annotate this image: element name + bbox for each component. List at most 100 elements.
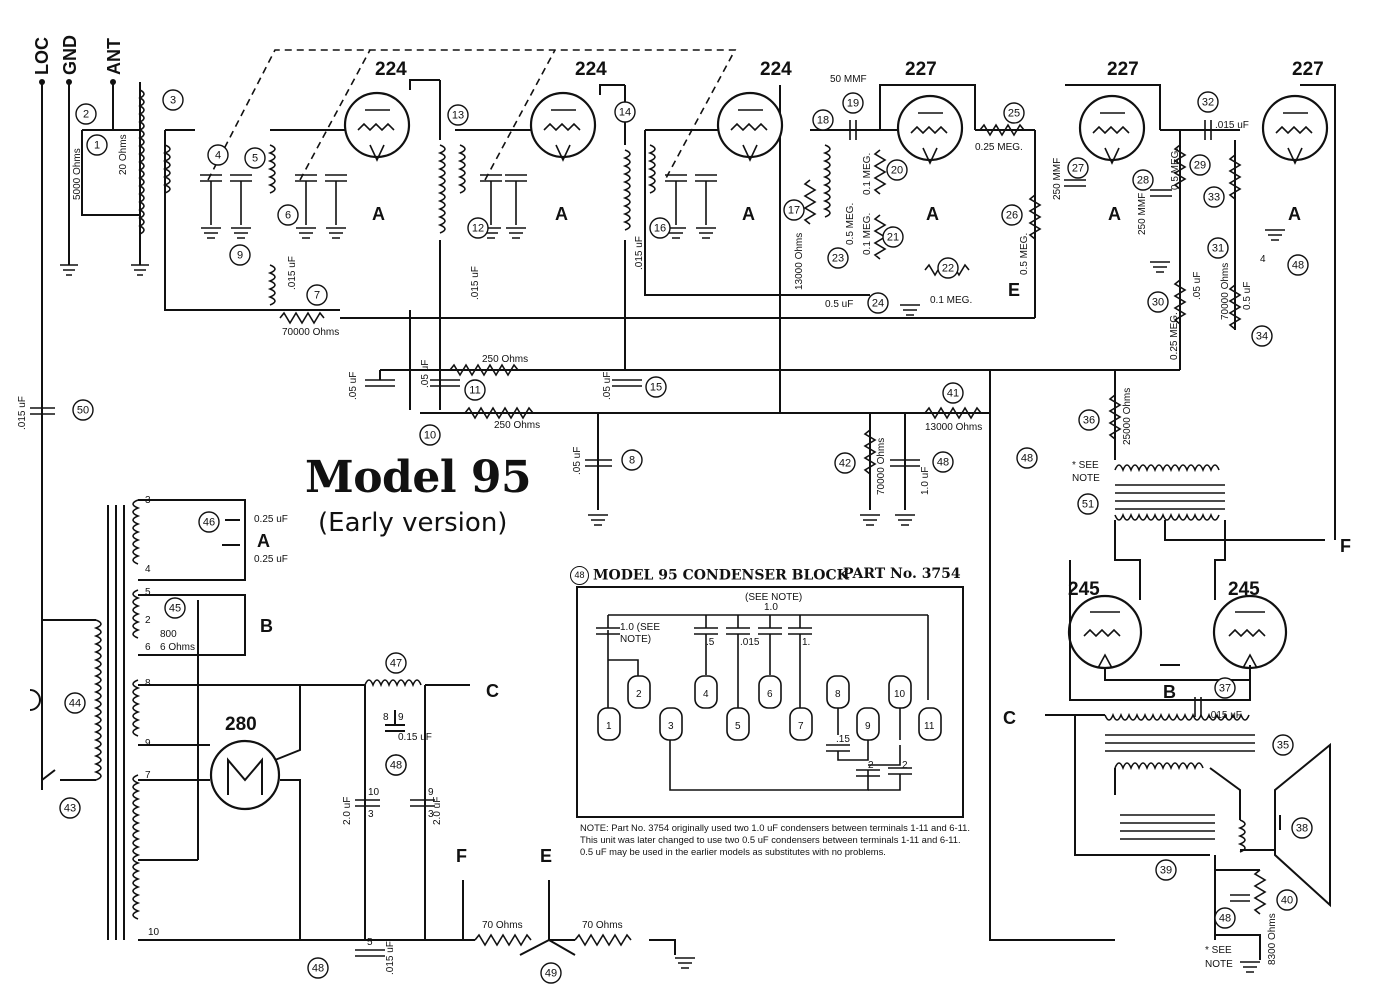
callout-number: 46 [203, 517, 215, 529]
callout-48: 48 [932, 451, 954, 473]
cap-value-label: 1. [802, 637, 810, 648]
callout-circle [464, 379, 486, 401]
terminal-label: 8 [835, 689, 841, 700]
callout-number: 11 [469, 385, 480, 397]
callout-31: 31 [1207, 237, 1229, 259]
gang-tuning-link [207, 49, 737, 181]
r30-label: 0.25 MEG. [1169, 312, 1180, 360]
callout-33: 33 [1203, 186, 1225, 208]
callout-number: 48 [1021, 453, 1033, 465]
tube-label: 245 [1228, 579, 1260, 600]
c46b-label: 0.25 uF [254, 554, 288, 565]
callout-number: 48 [312, 963, 324, 975]
terminal-gnd-label: GND [60, 35, 80, 75]
r49a-label: 70 Ohms [482, 920, 523, 931]
callout-number: 47 [390, 658, 402, 670]
callout-44: 44 [64, 692, 86, 714]
r34-label: 70000 Ohms [1220, 263, 1231, 320]
bracket-e-label: E [1008, 280, 1020, 300]
callout-38: 38 [1291, 817, 1313, 839]
callout-number: 51 [1082, 499, 1094, 511]
callout-48: 48 [1287, 254, 1309, 276]
callout-number: 31 [1212, 243, 1224, 255]
cap1-label: 1.0 (SEE [620, 622, 660, 633]
c11-label: .05 uF [348, 372, 359, 400]
connection-markers: A B C E F C B F E [257, 280, 1351, 866]
tube-label: 224 [375, 59, 407, 80]
c50-label: .015 uF [17, 396, 28, 430]
callout-circle [447, 104, 469, 126]
callout-number: 49 [545, 968, 557, 980]
tube-label: 224 [760, 59, 792, 80]
bracket-b-output-label: B [1163, 682, 1176, 702]
r2-label: 5000 Ohms [72, 148, 83, 200]
r22-label: 0.1 MEG. [930, 295, 972, 306]
callout-25: 25 [1003, 102, 1025, 124]
terminal-label: 11 [924, 721, 935, 732]
callout-number: 40 [1281, 895, 1293, 907]
callout-number: 18 [817, 115, 829, 127]
callout-3: 3 [162, 89, 184, 111]
callout-15: 15 [645, 376, 667, 398]
r11-label: 250 Ohms [482, 354, 528, 365]
terminal-label: 1 [606, 721, 612, 732]
callout-43: 43 [59, 797, 81, 819]
note-label: NOTE [1205, 959, 1233, 970]
see-note-value: 1.0 [764, 602, 778, 613]
bracket-b-label: B [260, 616, 273, 636]
callout-circle [59, 797, 81, 819]
bracket-c-right-label: C [1003, 708, 1016, 728]
tube-v2-224: 224 A [529, 59, 607, 224]
callout-circle [1276, 889, 1298, 911]
callout-number: 48 [390, 760, 402, 772]
callout-28: 28 [1132, 169, 1154, 191]
callout-49: 49 [540, 962, 562, 984]
page-subtitle: (Early version) [318, 508, 508, 538]
callout-10: 10 [419, 424, 441, 446]
callout-circle [75, 103, 97, 125]
callout-22: 22 [937, 257, 959, 279]
callout-29: 29 [1189, 154, 1211, 176]
callout-14: 14 [614, 101, 636, 123]
rf-coils [138, 89, 831, 306]
filament-a-label: A [1288, 204, 1301, 224]
callout-51: 51 [1077, 493, 1099, 515]
tube-rectifier-280: 280 [209, 714, 281, 811]
callout-number: 37 [1219, 683, 1231, 695]
r7-label: 70000 Ohms [282, 327, 339, 338]
callout-circle [1155, 859, 1177, 881]
callout-number: 43 [64, 803, 76, 815]
callout-18: 18 [812, 109, 834, 131]
c8-label: .05 uF [572, 447, 583, 475]
callout-34: 34 [1251, 325, 1273, 347]
callout-27: 27 [1067, 157, 1089, 179]
tube-v8-245: 245 [1212, 579, 1288, 670]
callout-number: 45 [169, 603, 181, 615]
callout-number: 8 [629, 455, 635, 467]
c28-label: 250 MMF [1137, 193, 1148, 235]
callout-number: 32 [1202, 97, 1214, 109]
power-transformer [29, 499, 676, 956]
callout-number: 13 [452, 110, 464, 122]
bracket-f-bottom-label: F [456, 846, 467, 866]
capblock-pin-label: 10 [368, 787, 380, 798]
condenser-block-frame [576, 586, 964, 818]
callout-46: 46 [198, 511, 220, 533]
page-title: Model 95 [305, 452, 532, 503]
terminal-label: 6 [767, 689, 773, 700]
callout-number: 17 [788, 205, 800, 217]
terminal-loc-label: LOC [32, 37, 52, 75]
callout-30: 30 [1147, 291, 1169, 313]
callout-circle [207, 144, 229, 166]
callout-circle [419, 424, 441, 446]
callout-circle [1078, 409, 1100, 431]
see-note-label: * SEE [1205, 945, 1232, 956]
condenser-block-part: PART No. 3754 [843, 566, 961, 582]
tube-v4-227: 227 A [896, 59, 964, 224]
callout-48: 48 [1214, 907, 1236, 929]
cap-value-label: .5 [706, 637, 715, 648]
c37-label: .015 uF [1208, 710, 1242, 721]
callout-number: 12 [472, 223, 484, 235]
callout-number: 27 [1072, 163, 1084, 175]
